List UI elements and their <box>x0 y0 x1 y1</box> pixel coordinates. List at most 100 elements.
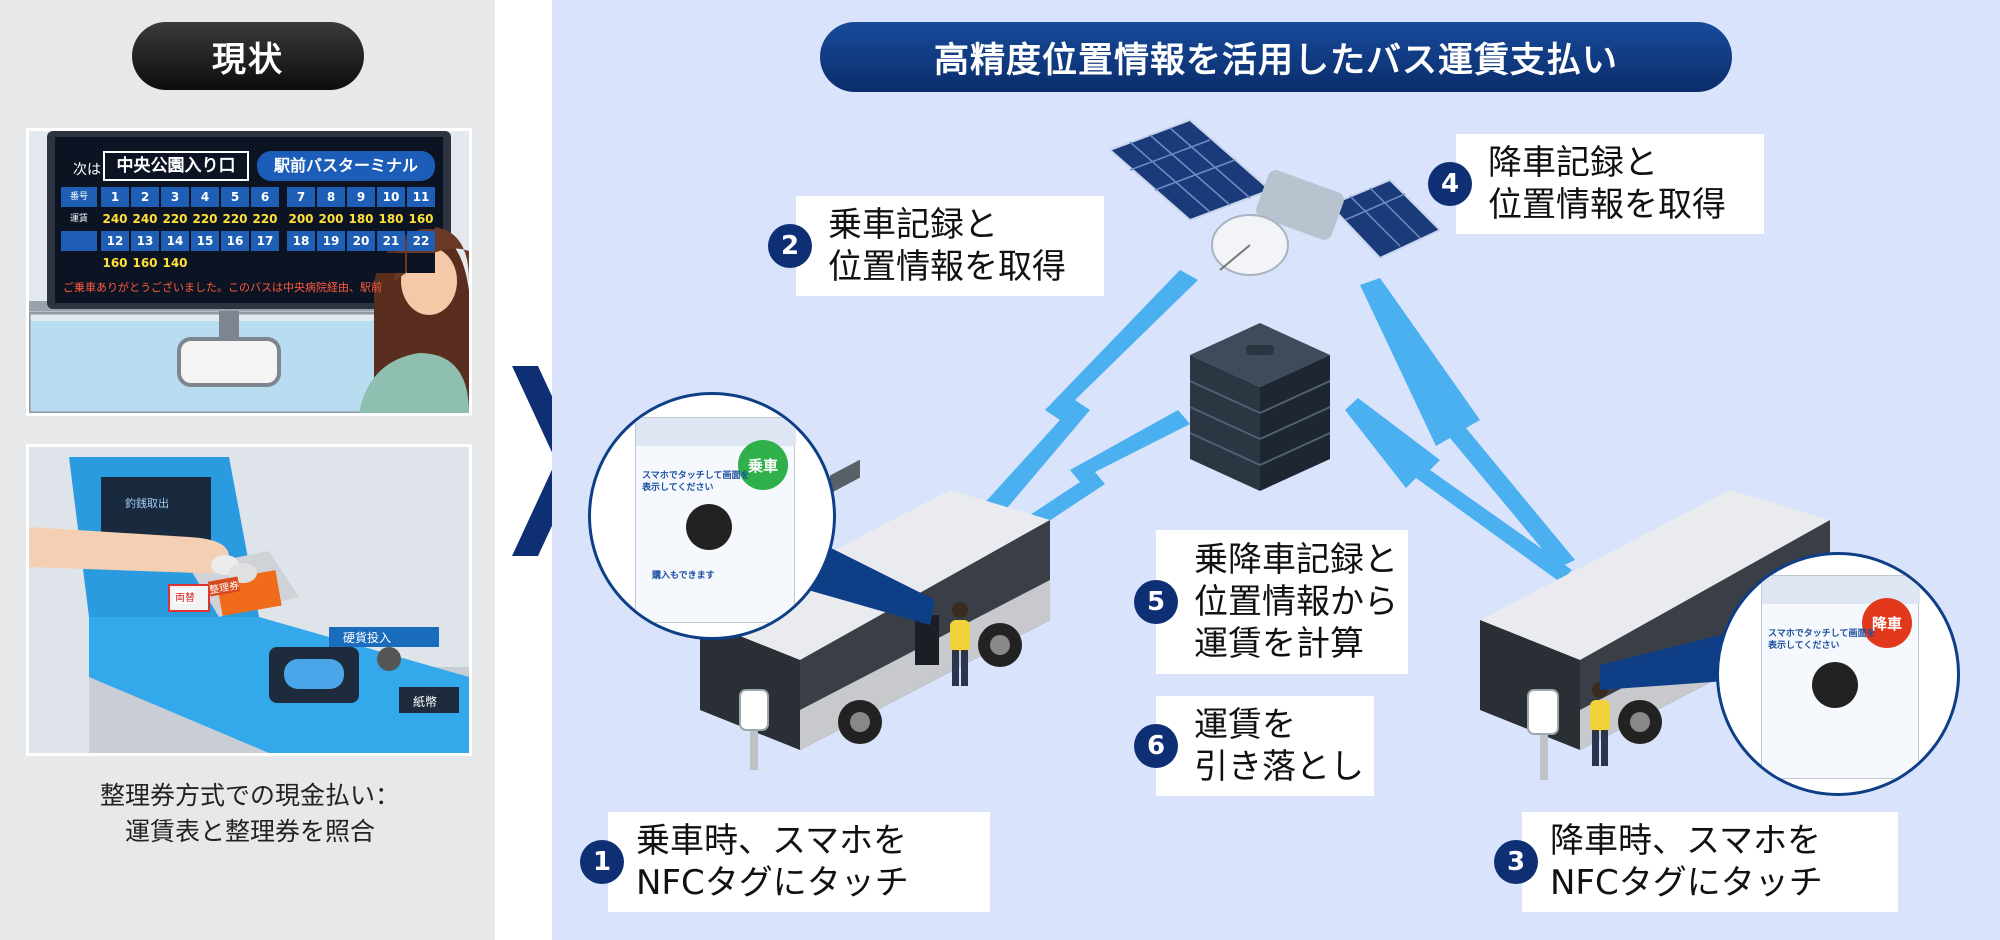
boarding-tag-badge: 乗車 <box>738 440 788 490</box>
fare-cell: 220 <box>221 209 249 229</box>
step-4-box: 4 降車記録と 位置情報を取得 <box>1428 134 1764 234</box>
fare-cell <box>221 253 249 273</box>
fare-cell: 140 <box>161 253 189 273</box>
farebox-bill-label: 紙幣 <box>413 695 438 709</box>
caption-line-2: 運賃表と整理券を照合 <box>124 817 375 846</box>
step-6-box: 6 運賃を 引き落とし <box>1134 696 1374 796</box>
fare-cell: 18 <box>287 231 315 251</box>
farebox-illustration <box>29 447 469 753</box>
zoom-pointers <box>808 540 1740 690</box>
fare-cell: 2 <box>131 187 159 207</box>
step-3-line-1: 降車時、スマホを <box>1550 821 1821 861</box>
fare-cell: 20 <box>347 231 375 251</box>
fare-cell: 7 <box>287 187 315 207</box>
fare-cell: 8 <box>317 187 345 207</box>
passenger-boarding <box>950 602 970 686</box>
fare-cell: 15 <box>191 231 219 251</box>
fare-cell: 200 <box>317 209 345 229</box>
ticker-text: ご乗車ありがとうございました。このバスは中央病院経由、駅前 <box>63 281 382 294</box>
boarding-tag-sub: 購入もできます <box>652 571 715 581</box>
nfc-icon <box>686 504 732 550</box>
fare-cell: 240 <box>131 209 159 229</box>
fare-cell <box>347 253 375 273</box>
fare-cell: 21 <box>377 231 405 251</box>
step-5-box: 5 乗降車記録と 位置情報から 運賃を計算 <box>1134 530 1408 674</box>
fare-cell <box>191 253 219 273</box>
fare-row-label <box>61 253 97 273</box>
fare-cell: 220 <box>161 209 189 229</box>
fare-cell: 160 <box>407 209 435 229</box>
fare-cell: 1 <box>101 187 129 207</box>
step-3-number: 3 <box>1494 840 1538 884</box>
beam-satellite-to-bus1 <box>960 270 1198 540</box>
fare-cell: 180 <box>377 209 405 229</box>
server-icon <box>1190 323 1330 491</box>
step-4-line-1: 降車記録と <box>1488 143 1658 183</box>
fare-cell: 200 <box>287 209 315 229</box>
fare-cell: 11 <box>407 187 435 207</box>
caption-line-1: 整理券方式での現金払い： <box>99 781 400 810</box>
alighting-tag-badge: 降車 <box>1862 598 1912 648</box>
step-2-box: 2 乗車記録と 位置情報を取得 <box>768 196 1104 296</box>
boarding-nfc-tag: 乗車 スマホでタッチして画面を表示してください 購入もできます <box>588 392 836 640</box>
step-1-number: 1 <box>580 840 624 884</box>
fare-cell: 5 <box>221 187 249 207</box>
step-1-box: 1 乗車時、スマホを NFCタグにタッチ <box>580 812 990 912</box>
fare-cell: 220 <box>191 209 219 229</box>
fare-cell: 16 <box>221 231 249 251</box>
current-state-caption: 整理券方式での現金払い： 運賃表と整理券を照合 <box>30 778 470 850</box>
step-6-line-1: 運賃を <box>1194 705 1296 745</box>
fare-cell: 180 <box>347 209 375 229</box>
fare-cell: 9 <box>347 187 375 207</box>
nfc-icon <box>1812 662 1858 708</box>
fare-cell: 160 <box>101 253 129 273</box>
step-3-box: 3 降車時、スマホを NFCタグにタッチ <box>1494 812 1898 912</box>
fare-row-label: 番号 <box>61 187 97 207</box>
alighting-tag-text: スマホでタッチして画面を表示してください <box>1768 629 1876 651</box>
fare-cell: 19 <box>317 231 345 251</box>
step-5-line-3: 運賃を計算 <box>1194 624 1364 664</box>
satellite-icon <box>1108 118 1440 276</box>
fare-row-label: 運賃 <box>61 209 97 229</box>
step-4-number: 4 <box>1428 162 1472 206</box>
step-2-line-1: 乗車記録と <box>828 205 998 245</box>
current-state-title: 現状 <box>132 22 364 90</box>
step-5-line-1: 乗降車記録と <box>1194 540 1398 580</box>
next-stop-prefix: 次は <box>73 162 101 178</box>
step-1-line-1: 乗車時、スマホを <box>636 821 907 861</box>
fare-cell: 160 <box>131 253 159 273</box>
step-2-line-2: 位置情報を取得 <box>828 247 1066 287</box>
step-5-line-2: 位置情報から <box>1194 582 1398 622</box>
step-2-number: 2 <box>768 224 812 268</box>
fare-cell: 22 <box>407 231 435 251</box>
beam-server-to-bus2 <box>1345 398 1572 582</box>
step-1-line-2: NFCタグにタッチ <box>636 863 909 903</box>
fare-cell: 240 <box>101 209 129 229</box>
fare-cell <box>317 253 345 273</box>
farebox-coin-label: 硬貨投入 <box>343 631 392 645</box>
beam-satellite-to-bus2 <box>1360 278 1575 568</box>
next-stop-name: 中央公園入り口 <box>103 151 249 181</box>
destination-name: 駅前バスターミナル <box>257 151 435 181</box>
fare-cell: 6 <box>251 187 279 207</box>
alighting-nfc-tag: 降車 スマホでタッチして画面を表示してください <box>1716 552 1960 796</box>
boarding-tag-text: スマホでタッチして画面を表示してください <box>642 471 750 493</box>
fare-cell: 14 <box>161 231 189 251</box>
step-5-number: 5 <box>1134 580 1178 624</box>
fare-cell: 12 <box>101 231 129 251</box>
step-6-line-2: 引き落とし <box>1194 747 1364 787</box>
step-4-line-2: 位置情報を取得 <box>1488 185 1726 225</box>
fare-cell: 220 <box>251 209 279 229</box>
farebox-exchange-label: 両替 <box>175 589 195 604</box>
fare-cell: 3 <box>161 187 189 207</box>
fare-cell: 4 <box>191 187 219 207</box>
step-6-number: 6 <box>1134 724 1178 768</box>
fare-cell: 13 <box>131 231 159 251</box>
farebox-change-label: 釣銭取出 <box>125 497 169 510</box>
proposed-system-title: 高精度位置情報を活用したバス運賃支払い <box>820 22 1732 92</box>
farebox-photo: 両替 整理券 硬貨投入 紙幣 釣銭取出 <box>26 444 472 756</box>
fare-cell: 10 <box>377 187 405 207</box>
fare-row-label <box>61 231 97 251</box>
fare-cell <box>377 253 405 273</box>
